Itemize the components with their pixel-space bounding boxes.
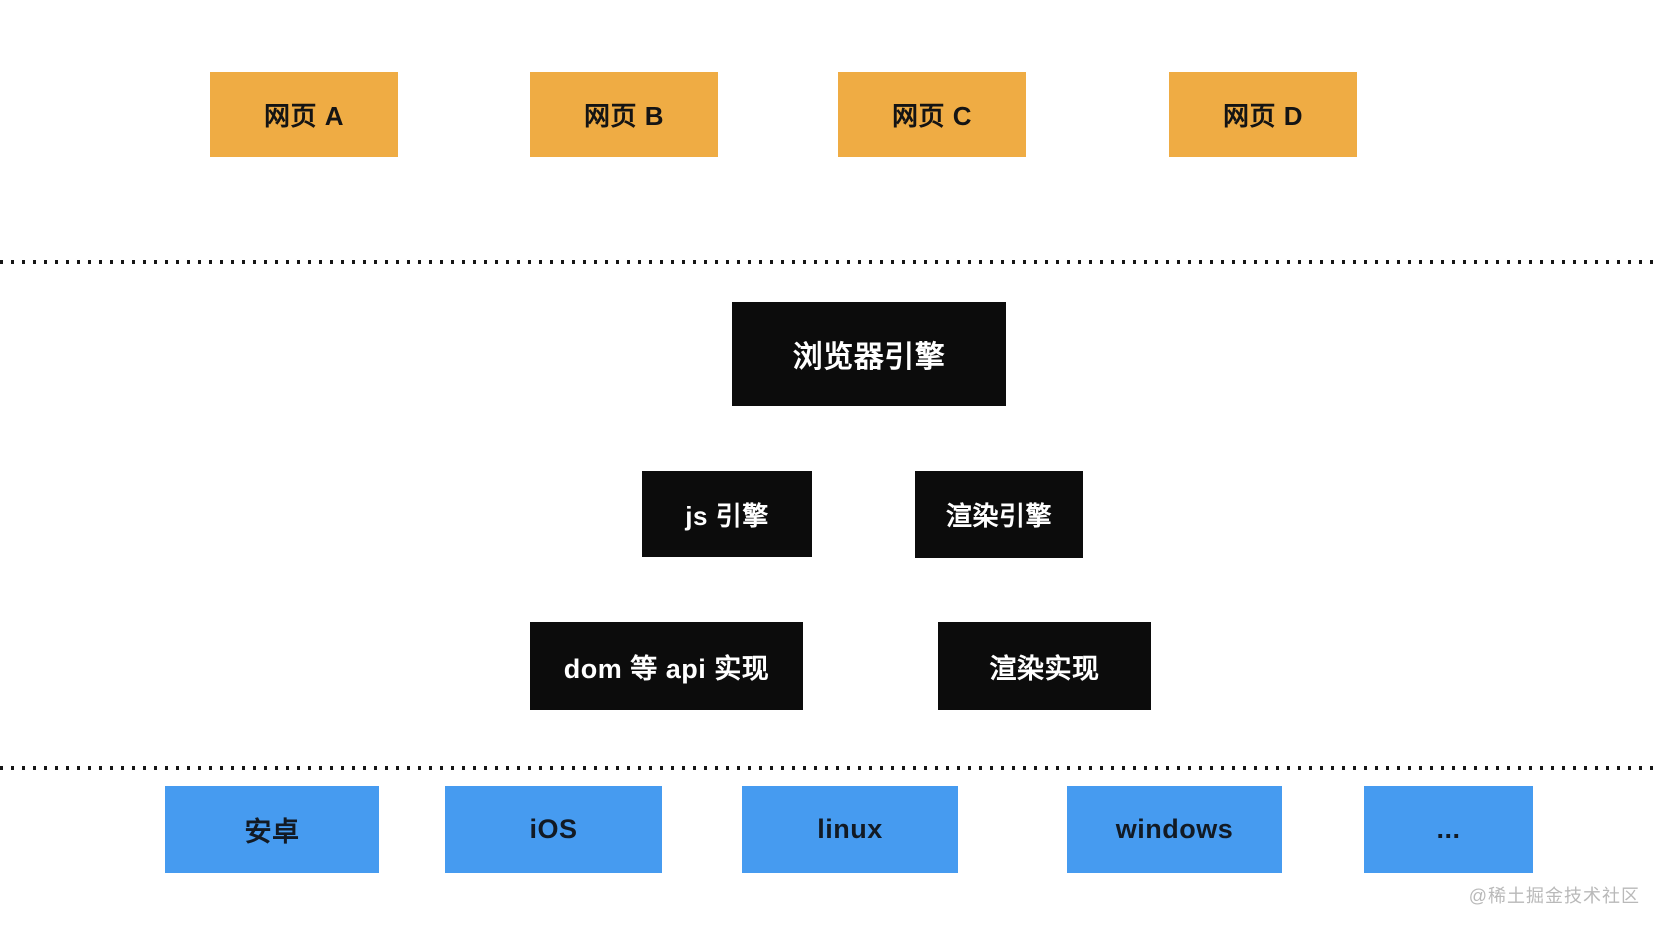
webpage-box-d: 网页 D	[1169, 72, 1357, 157]
separator-engine-os	[0, 766, 1656, 770]
render-engine-box: 渲染引擎	[915, 471, 1083, 558]
os-box-ellipsis: ...	[1364, 786, 1533, 873]
os-box-linux: linux	[742, 786, 958, 873]
webpage-box-b: 网页 B	[530, 72, 718, 157]
separator-webpages-engine	[0, 260, 1656, 264]
webpage-box-c: 网页 C	[838, 72, 1026, 157]
render-impl-box: 渲染实现	[938, 622, 1151, 710]
watermark: @稀土掘金技术社区	[1468, 886, 1640, 906]
js-engine-box: js 引擎	[642, 471, 812, 557]
os-box-android: 安卓	[165, 786, 379, 873]
os-box-windows: windows	[1067, 786, 1282, 873]
os-box-ios: iOS	[445, 786, 662, 873]
dom-api-impl-box: dom 等 api 实现	[530, 622, 803, 710]
webpage-box-a: 网页 A	[210, 72, 398, 157]
browser-engine-box: 浏览器引擎	[732, 302, 1006, 406]
